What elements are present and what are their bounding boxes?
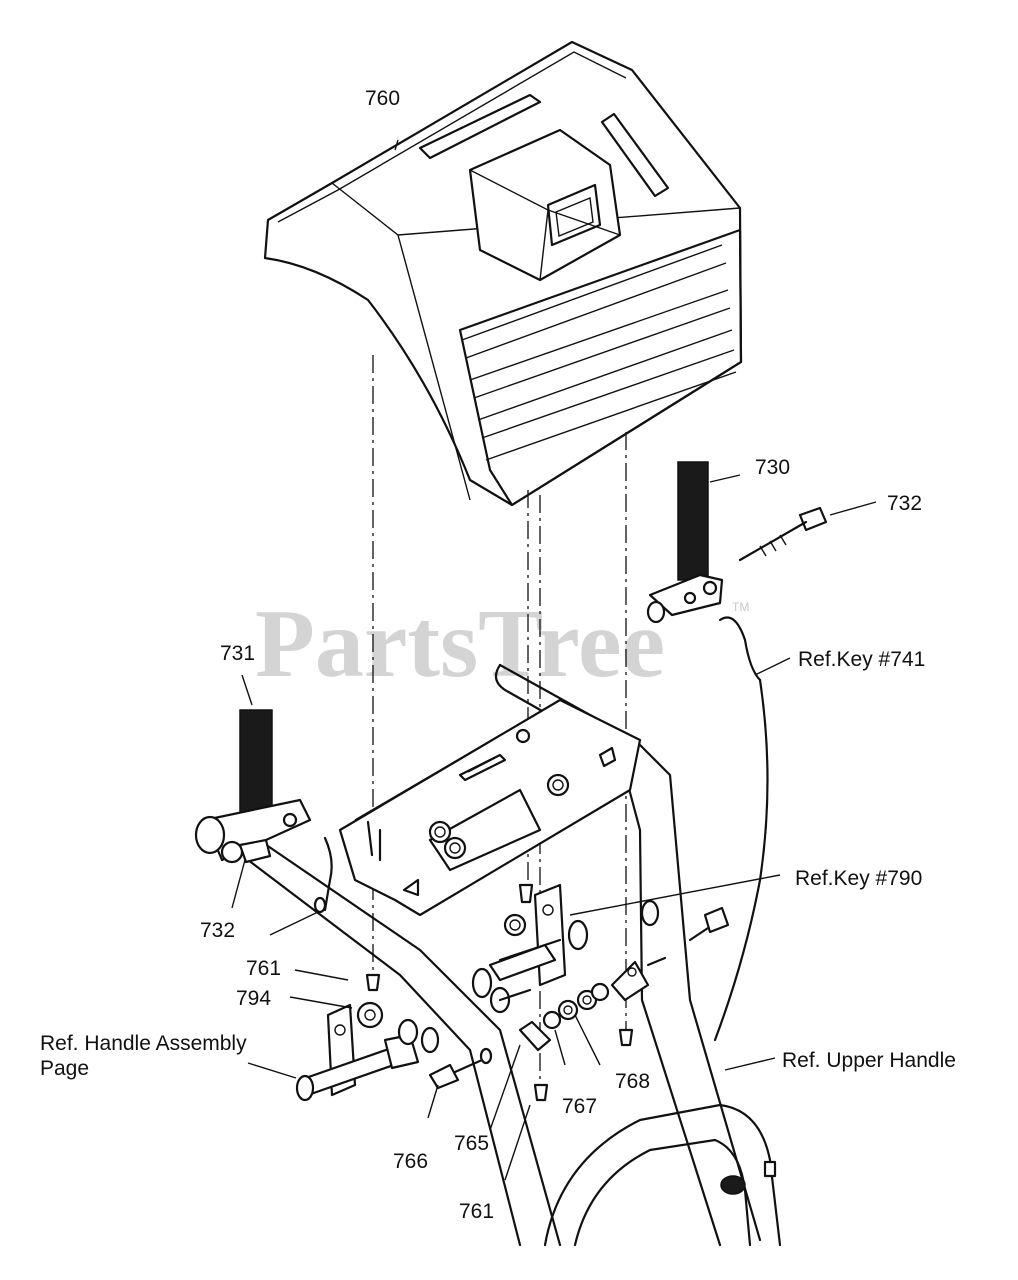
callout-766: 766 xyxy=(393,1150,428,1173)
ref-key-790: Ref.Key #790 xyxy=(795,867,922,890)
pivot-assembly-left xyxy=(295,1001,493,1102)
console-cover-760 xyxy=(263,40,743,507)
callout-794: 794 xyxy=(236,987,271,1010)
bolt-upper-handle xyxy=(688,906,730,942)
cable xyxy=(713,678,769,1042)
control-bracket xyxy=(338,698,642,917)
callout-767: 767 xyxy=(562,1095,597,1118)
callout-731: 731 xyxy=(220,642,255,665)
callout-765: 765 xyxy=(454,1132,489,1155)
trademark-mark: TM xyxy=(732,600,749,614)
callout-761-lower: 761 xyxy=(459,1200,494,1223)
callout-760: 760 xyxy=(365,87,400,110)
ref-handle-assembly-line1: Ref. Handle Assembly xyxy=(40,1032,247,1055)
watermark-text: PartsTree xyxy=(255,590,665,698)
ref-key-741: Ref.Key #741 xyxy=(798,648,925,671)
leader-lines xyxy=(231,139,877,1181)
callout-732-left: 732 xyxy=(200,919,235,942)
left-lever-731 xyxy=(194,709,333,912)
bolt-732-right xyxy=(738,506,828,562)
right-lever-730 xyxy=(646,461,762,682)
ref-upper-handle: Ref. Upper Handle xyxy=(782,1049,956,1072)
callout-732-right: 732 xyxy=(887,492,922,515)
callout-768: 768 xyxy=(615,1070,650,1093)
upper-handle xyxy=(494,663,782,1247)
pivot-assembly-center xyxy=(365,883,667,1102)
callout-761-upper: 761 xyxy=(246,957,281,980)
ref-handle-assembly-line2: Page xyxy=(40,1057,89,1080)
left-handle-tube xyxy=(246,840,562,1247)
callout-730: 730 xyxy=(755,456,790,479)
